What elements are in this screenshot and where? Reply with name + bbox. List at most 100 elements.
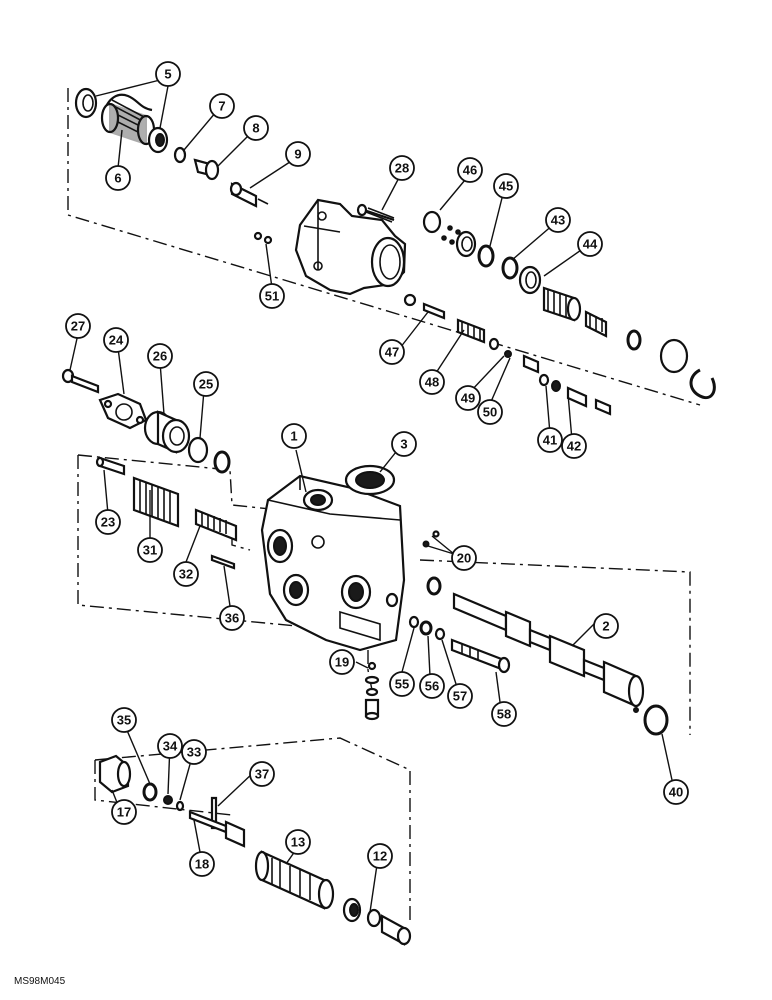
svg-text:33: 33 [187, 745, 201, 760]
svg-text:56: 56 [425, 679, 439, 694]
svg-text:32: 32 [179, 567, 193, 582]
svg-text:58: 58 [497, 707, 511, 722]
callout-12: 12 [367, 843, 393, 869]
svg-text:40: 40 [669, 785, 683, 800]
callout-36: 36 [219, 605, 245, 631]
callout-48: 48 [419, 369, 445, 395]
svg-text:49: 49 [461, 391, 475, 406]
spring-6 [100, 93, 156, 146]
washer-33 [175, 800, 185, 812]
svg-text:18: 18 [195, 857, 209, 872]
middle-left-group [61, 368, 238, 570]
relief-valve-group [408, 615, 511, 674]
callout-50: 50 [477, 399, 503, 425]
svg-text:37: 37 [255, 767, 269, 782]
cap-12 [342, 897, 412, 946]
spring-cap-5-right [147, 126, 169, 154]
callout-5: 5 [155, 61, 181, 87]
pin-23 [95, 456, 126, 476]
svg-text:24: 24 [109, 333, 124, 348]
callout-13: 13 [285, 829, 311, 855]
callout-1: 1 [281, 423, 307, 449]
callout-2: 2 [593, 613, 619, 639]
callout-47: 47 [379, 339, 405, 365]
svg-text:13: 13 [291, 835, 305, 850]
svg-text:48: 48 [425, 375, 439, 390]
svg-text:31: 31 [143, 543, 157, 558]
svg-text:43: 43 [551, 213, 565, 228]
o-ring-45 [477, 244, 495, 268]
callout-20: 20 [451, 545, 477, 571]
svg-text:28: 28 [395, 161, 409, 176]
svg-text:47: 47 [385, 345, 399, 360]
svg-text:57: 57 [453, 689, 467, 704]
svg-text:17: 17 [117, 805, 131, 820]
callout-23: 23 [95, 509, 121, 535]
callout-42: 42 [561, 433, 587, 459]
svg-text:45: 45 [499, 179, 513, 194]
callout-27: 27 [65, 313, 91, 339]
svg-text:44: 44 [583, 237, 598, 252]
seat-50 [522, 354, 540, 374]
svg-text:19: 19 [335, 655, 349, 670]
callout-56: 56 [419, 673, 445, 699]
spring-31 [132, 476, 180, 528]
svg-text:5: 5 [164, 67, 171, 82]
svg-text:46: 46 [463, 163, 477, 178]
ball-34 [163, 795, 173, 805]
svg-text:27: 27 [71, 319, 85, 334]
spring-housing [294, 198, 407, 296]
o-ring-41 [538, 373, 550, 387]
check-19 [364, 661, 380, 721]
callout-49: 49 [455, 385, 481, 411]
callout-3: 3 [391, 431, 417, 457]
callout-41: 41 [537, 427, 563, 453]
pin-36 [210, 554, 236, 570]
spring-32 [194, 508, 238, 542]
svg-text:26: 26 [153, 349, 167, 364]
bottom-group [98, 754, 412, 946]
spring-right [542, 286, 608, 338]
callout-51: 51 [259, 283, 285, 309]
cap-26 [143, 410, 191, 454]
svg-text:34: 34 [163, 739, 178, 754]
top-spool-group [74, 87, 716, 416]
bolt-9 [229, 181, 269, 208]
svg-text:8: 8 [252, 121, 259, 136]
spring-cap-5-left [74, 87, 98, 119]
screw-27 [61, 368, 100, 394]
callout-32: 32 [173, 561, 199, 587]
flange-24 [98, 392, 148, 430]
callout-8: 8 [243, 115, 269, 141]
callout-33: 33 [181, 739, 207, 765]
callout-57: 57 [447, 683, 473, 709]
callout-44: 44 [577, 231, 603, 257]
callout-46: 46 [457, 157, 483, 183]
plug-17 [98, 754, 132, 794]
ball-49 [504, 350, 512, 358]
svg-text:6: 6 [114, 171, 121, 186]
callout-40: 40 [663, 779, 689, 805]
svg-text:3: 3 [400, 437, 407, 452]
callout-31: 31 [137, 537, 163, 563]
callout-6: 6 [105, 165, 131, 191]
callout-18: 18 [189, 851, 215, 877]
washer-25 [187, 436, 209, 464]
ball-51 [253, 231, 273, 245]
washer-49 [488, 337, 500, 351]
callout-25: 25 [193, 371, 219, 397]
callout-45: 45 [493, 173, 519, 199]
o-ring-43 [501, 256, 519, 280]
callout-43: 43 [545, 207, 571, 233]
svg-text:50: 50 [483, 405, 497, 420]
svg-text:25: 25 [199, 377, 213, 392]
svg-text:42: 42 [567, 439, 581, 454]
svg-text:51: 51 [265, 289, 279, 304]
svg-text:12: 12 [373, 849, 387, 864]
svg-text:35: 35 [117, 713, 131, 728]
poppet-18 [188, 810, 246, 848]
svg-text:41: 41 [543, 433, 557, 448]
spool-2 [426, 576, 669, 736]
svg-text:20: 20 [457, 551, 471, 566]
